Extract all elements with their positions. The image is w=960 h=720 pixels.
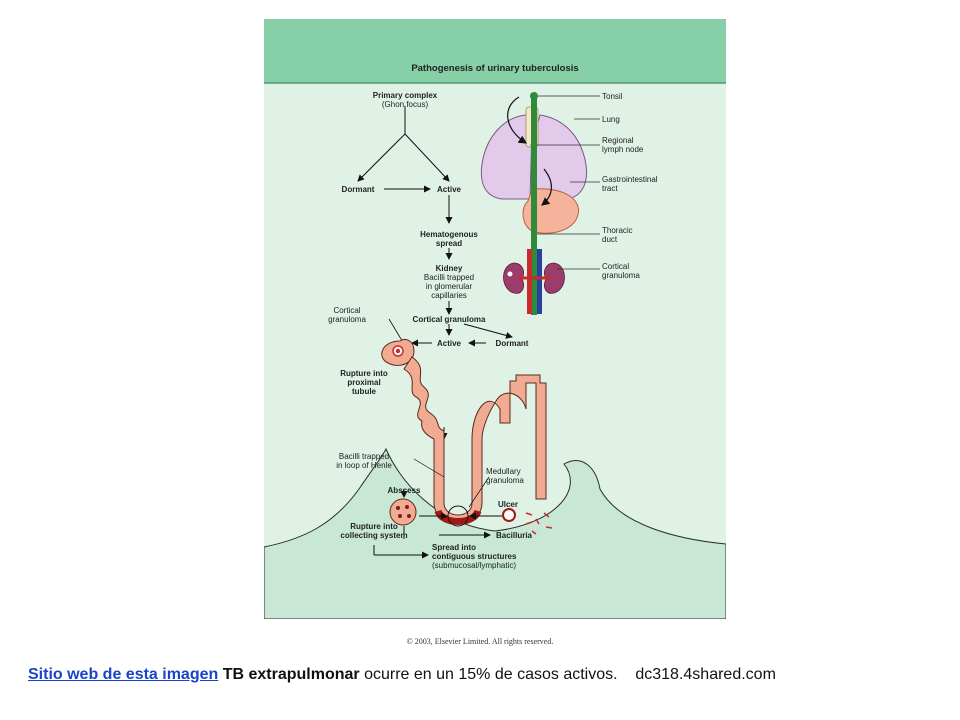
label-tonsil: Tonsil (602, 92, 623, 101)
label-gi-1: Gastrointestinal (602, 175, 658, 184)
label-medullary-1: Medullary (486, 467, 521, 476)
label-active: Active (437, 185, 462, 194)
source-link[interactable]: Sitio web de esta imagen (28, 666, 219, 683)
label-cortical-1: Cortical (602, 262, 629, 271)
caption-text: ocurre en un 15% de casos activos. (359, 666, 618, 683)
medullary-granuloma (447, 505, 469, 527)
label-thoracic-2: duct (602, 235, 618, 244)
label-rupture-3: tubule (352, 387, 377, 396)
label-abscess: Abscess (388, 486, 421, 495)
label-cortical-left-1: Cortical (333, 306, 360, 315)
label-henle-2: in loop of Henle (336, 461, 392, 470)
figure-title: Pathogenesis of urinary tuberculosis (411, 63, 578, 74)
label-spread-1: Spread into (432, 543, 476, 552)
label-active-2: Active (437, 339, 462, 348)
label-cortical-left-2: granuloma (328, 315, 366, 324)
label-cortical-2: granuloma (602, 271, 640, 280)
label-bacilli-1: Bacilli trapped (424, 273, 474, 282)
label-spread-3: (submucosal/lymphatic) (432, 561, 516, 570)
label-rupture-collect-2: collecting system (340, 531, 407, 540)
label-lung: Lung (602, 115, 620, 124)
abscess (389, 498, 417, 526)
thoracic-duct (531, 95, 537, 315)
label-rupture-1: Rupture into (340, 369, 388, 378)
flow-arrows (357, 106, 513, 440)
label-primary-complex: Primary complex (373, 91, 438, 100)
label-bacilli-3: capillaries (431, 291, 467, 300)
label-rupture-2: proximal (347, 378, 380, 387)
renal-papilla-tissue (264, 447, 726, 619)
label-ulcer: Ulcer (498, 500, 518, 509)
label-kidney: Kidney (436, 264, 463, 273)
label-gi-2: tract (602, 184, 618, 193)
right-kidney (544, 262, 565, 294)
label-regional-2: lymph node (602, 145, 644, 154)
label-spread-2: contiguous structures (432, 552, 517, 561)
label-medullary-2: granuloma (486, 476, 524, 485)
title-bar (264, 19, 726, 83)
caption-line: Sitio web de esta imagen TB extrapulmona… (28, 666, 938, 684)
label-regional-1: Regional (602, 136, 634, 145)
label-dormant: Dormant (342, 185, 375, 194)
label-hematogenous-2: spread (436, 239, 462, 248)
left-kidney (503, 262, 524, 294)
label-bacilli-2: in glomerular (426, 282, 473, 291)
lower-arrows (373, 458, 502, 559)
label-hematogenous-1: Hematogenous (420, 230, 478, 239)
label-thoracic-1: Thoracic (602, 226, 633, 235)
label-henle-1: Bacilli trapped (339, 452, 389, 461)
caption-bold: TB extrapulmonar (222, 666, 360, 683)
copyright-notice: © 2003, Elsevier Limited. All rights res… (406, 637, 554, 646)
label-cortical-granuloma: Cortical granuloma (413, 315, 486, 324)
urinary-tuberculosis-figure: Pathogenesis of urinary tuberculosis (264, 19, 726, 619)
anatomy-illustration (480, 92, 600, 315)
label-rupture-collect-1: Rupture into (350, 522, 398, 531)
label-dormant-2: Dormant (496, 339, 529, 348)
ulcer (502, 508, 516, 522)
caption-source: dc318.4shared.com (635, 666, 776, 683)
nephron-tubule (381, 338, 553, 535)
regional-lymph-node (530, 141, 538, 149)
tonsil (530, 92, 538, 100)
label-ghon-focus: (Ghon focus) (382, 100, 429, 109)
label-bacilluria: Bacilluria (496, 531, 533, 540)
